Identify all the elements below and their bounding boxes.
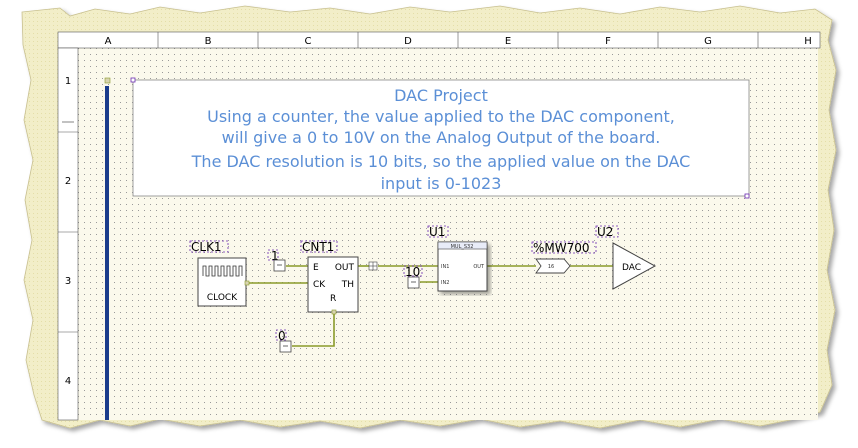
multiplier-label: U1: [429, 225, 445, 239]
wires: [246, 265, 613, 347]
clock-label: CLK1: [191, 240, 222, 254]
counter-label: CNT1: [302, 240, 334, 254]
power-rail: [105, 86, 109, 420]
comment-line-5: input is 0-1023: [381, 174, 502, 193]
clock-block[interactable]: CLK1 CLOCK: [189, 240, 250, 307]
row-header: 1 2 3 4: [57, 47, 79, 421]
column-label-g: G: [704, 36, 712, 47]
memory-word-block[interactable]: %MW700 16: [531, 241, 597, 274]
comment-line-3: will give a 0 to 10V on the Analog Outpu…: [222, 128, 661, 147]
project-comment-box[interactable]: DAC Project Using a counter, the value a…: [130, 77, 750, 199]
square-wave-icon: [202, 265, 243, 277]
multiplier-pin-in1: IN1: [441, 264, 449, 270]
row-label-1: 1: [65, 76, 71, 87]
column-label-h: H: [804, 36, 812, 47]
memory-label: %MW700: [533, 241, 590, 255]
rail-connector: [104, 77, 111, 84]
wire-junction[interactable]: [368, 261, 378, 271]
multiplier-pin-out: OUT: [473, 264, 485, 270]
comment-line-4: The DAC resolution is 10 bits, so the ap…: [191, 152, 691, 171]
column-label-c: C: [305, 36, 312, 47]
column-label-d: D: [404, 36, 412, 47]
row-label-3: 3: [65, 276, 71, 287]
constant-one-value: 1: [271, 249, 279, 263]
row-label-4: 4: [65, 376, 71, 387]
counter-pin-r: R: [330, 294, 336, 304]
constant-ten[interactable]: 10: [403, 265, 423, 289]
resize-handle-bottom-right[interactable]: [744, 193, 750, 199]
comment-line-1: DAC Project: [394, 86, 488, 105]
constant-one[interactable]: 1: [267, 249, 286, 272]
counter-pin-ck: CK: [313, 280, 326, 290]
counter-pin-e: E: [313, 263, 319, 273]
column-header: A B C D E F G H: [57, 31, 821, 49]
resize-handle-top-left[interactable]: [130, 77, 136, 83]
counter-pin-th: TH: [341, 280, 354, 290]
multiplier-title: MUL_S32: [451, 244, 474, 250]
dac-block[interactable]: U2 DAC: [595, 225, 657, 290]
column-label-e: E: [505, 36, 511, 47]
multiplier-pin-in2: IN2: [441, 280, 449, 286]
column-label-b: B: [205, 36, 212, 47]
constant-zero[interactable]: 0: [275, 329, 292, 353]
multiplier-block[interactable]: U1 MUL_S32 IN1 IN2 OUT: [427, 225, 488, 292]
row-label-2: 2: [65, 176, 71, 187]
constant-zero-value: 0: [278, 329, 286, 343]
column-label-a: A: [105, 36, 112, 47]
comment-line-2: Using a counter, the value applied to th…: [207, 107, 675, 126]
dac-body-text: DAC: [622, 263, 641, 273]
counter-block[interactable]: CNT1 E CK R OUT TH: [300, 240, 359, 315]
constant-ten-value: 10: [405, 265, 420, 279]
counter-pin-out: OUT: [335, 263, 355, 273]
clock-body-text: CLOCK: [207, 293, 238, 303]
column-label-f: F: [605, 36, 611, 47]
memory-body-text: 16: [548, 264, 554, 270]
dac-label: U2: [597, 225, 613, 239]
